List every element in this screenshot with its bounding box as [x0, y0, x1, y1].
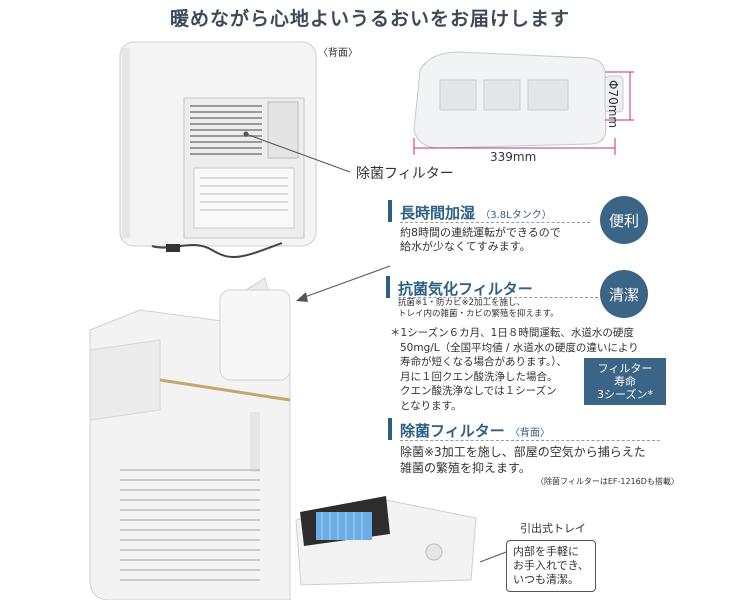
antibac-bar: [386, 276, 390, 298]
filter-life-box: フィルター 寿命 3シーズン*: [584, 358, 666, 405]
long-humid-divider: [400, 222, 590, 223]
antibac-note-line: 寿命が短くなる場合があります。）、: [400, 356, 567, 368]
antibac-divider: [398, 297, 598, 298]
long-humid-title-text: 長時間加湿: [400, 204, 476, 222]
long-humid-subtitle: （3.8Lタンク）: [480, 210, 552, 221]
antibac-title: 抗菌気化フィルター: [398, 280, 533, 298]
antibac-note-line: 50mg/L（全国平均値 / 水道水の硬度の違いにより: [400, 341, 639, 354]
tray-bubble: 内部を手軽に お手入れでき、 いつも清潔。: [506, 540, 596, 592]
filter-callout-line: [243, 131, 351, 173]
long-humid-line: 給水が少なくてすみます。: [400, 240, 531, 253]
long-humid-title: 長時間加湿 （3.8Lタンク）: [400, 202, 552, 223]
antibac-note-line: ＊1シーズン６カ月、1日８時間運転、水道水の硬度: [390, 327, 634, 339]
tray-line: お手入れでき、: [513, 559, 589, 572]
tank-arrow: [296, 265, 391, 302]
back-view-label: 〈背面〉: [318, 48, 358, 59]
sterile-line: 雑菌の繁殖を抑えます。: [400, 461, 531, 475]
tray-label: 引出式トレイ: [520, 522, 586, 535]
antibac-note-line: となります。: [400, 399, 462, 412]
tray-callout-line: [479, 551, 507, 563]
filter-life-line: 寿命: [614, 375, 636, 388]
sterile-line: 除菌※3加工を施し、部屋の空気から捕らえた: [400, 445, 646, 459]
tray-image: [286, 490, 486, 600]
antibac-note-line: 月に１回クエン酸洗浄した場合。: [400, 370, 558, 383]
tray-line: いつも清潔。: [513, 573, 579, 586]
antibac-line: トレイ内の雑菌・カビの繁殖を抑えます。: [398, 309, 559, 319]
antibac-line: 抗菌※1・防カビ※2加工を施し、: [398, 298, 526, 308]
sterile-bar: [388, 418, 392, 440]
filter-life-line: 3シーズン*: [597, 388, 653, 401]
filter-life-line: フィルター: [597, 362, 653, 375]
sterile-footnote: 〈除菌フィルターはEF-1216Dも搭載〉: [536, 477, 679, 486]
sterile-text: 除菌※3加工を施し、部屋の空気から捕らえた 雑菌の繁殖を抑えます。: [400, 444, 646, 476]
front-unit-image: [80, 270, 340, 601]
antibac-text: 抗菌※1・防カビ※2加工を施し、 トレイ内の雑菌・カビの繁殖を抑えます。: [398, 298, 559, 320]
clean-badge: 清潔: [600, 270, 648, 318]
sterile-subtitle: 〈背面〉: [509, 428, 550, 439]
tank-width-label: 339mm: [490, 150, 537, 164]
long-humid-line: 約8時間の連続運転ができるので: [400, 226, 561, 239]
sterile-title-text: 除菌フィルター: [400, 422, 505, 440]
tray-line: 内部を手軽に: [513, 545, 579, 558]
headline: 暖めながら心地よいうるおいをお届けします: [169, 8, 570, 30]
rear-view-image: [112, 38, 324, 258]
tank-height-label: Φ70mm: [606, 80, 620, 129]
long-humid-bar: [388, 200, 392, 222]
long-humid-text: 約8時間の連続運転ができるので 給水が少なくてすみます。: [400, 226, 561, 254]
tank-dimension-lines: [413, 71, 634, 155]
antibac-note: ＊1シーズン６カ月、1日８時間運転、水道水の硬度 50mg/L（全国平均値 / …: [390, 326, 639, 413]
filter-callout-label: 除菌フィルター: [356, 166, 454, 182]
convenient-badge: 便利: [600, 196, 648, 244]
sterile-divider: [400, 440, 660, 441]
sterile-title: 除菌フィルター 〈背面〉: [400, 420, 550, 441]
water-tank-image: [400, 40, 650, 165]
antibac-note-line: クエン酸洗浄なしでは１シーズン: [400, 385, 557, 397]
